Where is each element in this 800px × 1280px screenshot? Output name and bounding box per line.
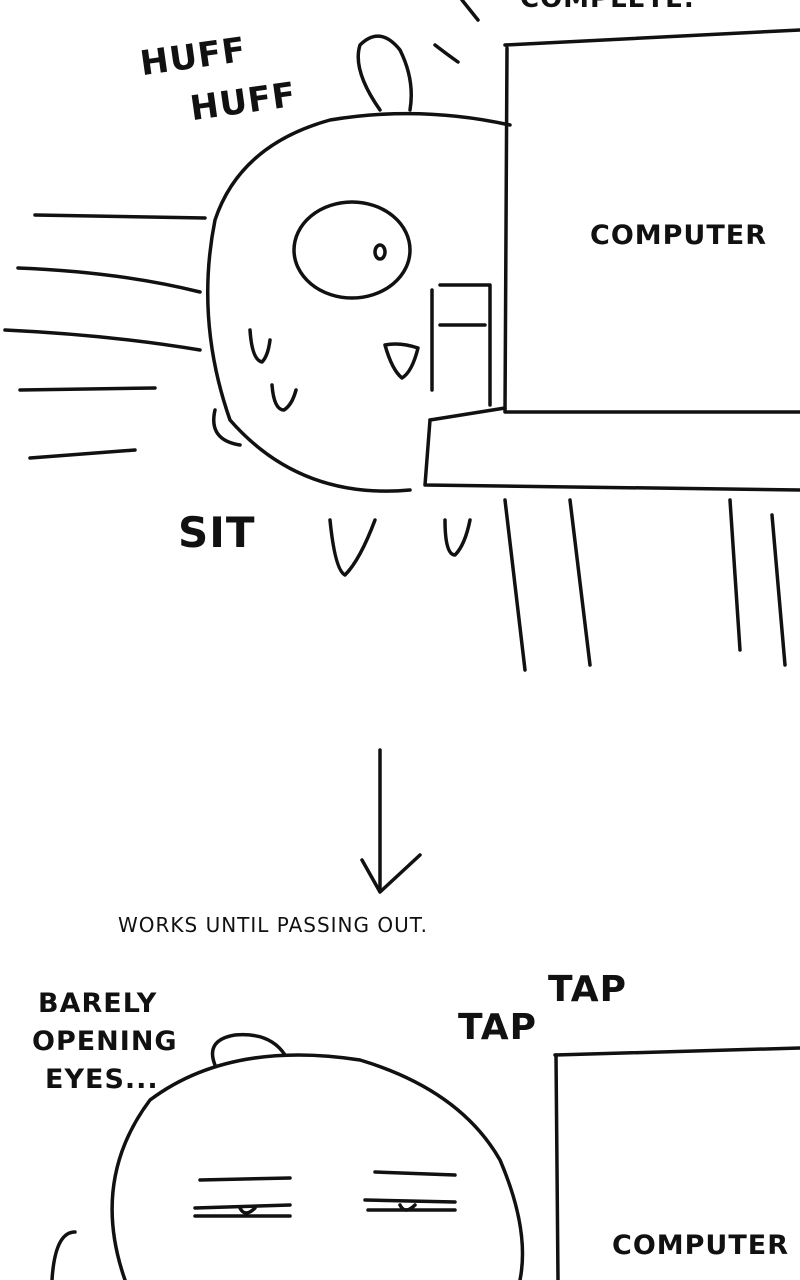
sfx-sit: SIT — [178, 508, 256, 557]
transition-caption: WORKS UNTIL PASSING OUT. — [118, 913, 428, 937]
narration-line-3: EYES... — [45, 1064, 159, 1095]
sfx-tap-2: TAP — [458, 1007, 538, 1048]
down-arrow-icon — [360, 748, 422, 894]
narration-line-2: OPENING — [32, 1026, 178, 1057]
computer-label: COMPUTER — [590, 220, 768, 251]
panel-2-drawing — [50, 1032, 800, 1280]
sfx-tap-1: TAP — [548, 969, 628, 1010]
panel-1-drawing — [3, 0, 800, 672]
computer-label-2: COMPUTER — [612, 1230, 790, 1261]
narration-line-1: BARELY — [38, 988, 158, 1019]
top-caption-partial: COMPLETE. — [520, 0, 695, 12]
